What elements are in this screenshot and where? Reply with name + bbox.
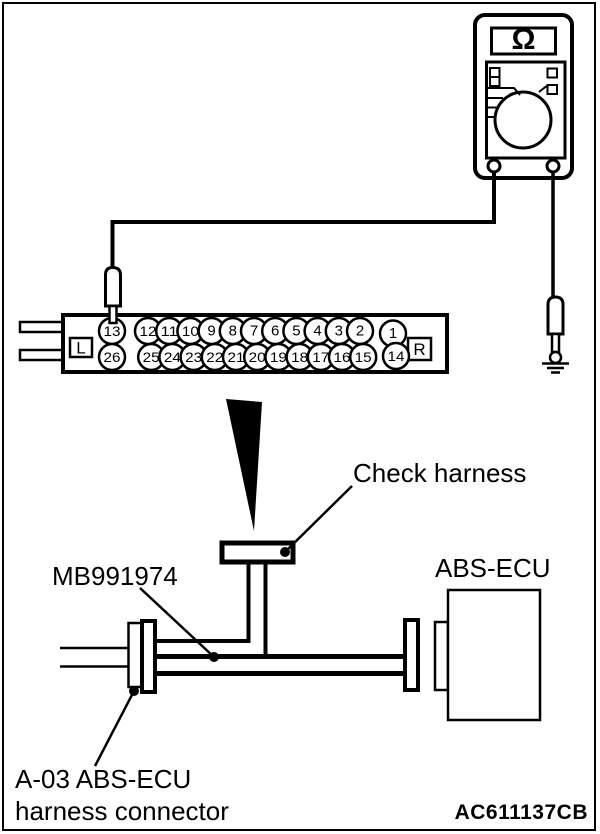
pin-label-16: 16 [334,349,351,365]
pin-label-6: 6 [271,323,279,340]
a03-label-line2: harness connector [15,796,229,826]
a03-leader-dot [129,686,139,696]
pin-label-24: 24 [164,349,181,365]
pin-label-23: 23 [185,349,202,365]
ecu-socket [433,620,450,692]
probe-right-tip [550,332,561,354]
pin-label-25: 25 [143,349,160,365]
pin-label-11: 11 [161,323,178,339]
ohm-symbol: Ω [511,23,535,56]
mode-button-icon-2 [546,84,558,95]
ground-ring-terminal [548,350,563,365]
pin-label-13: 13 [104,323,121,339]
pin-label-9: 9 [207,323,215,340]
test-lead-left-wire [110,172,496,268]
pin-label-17: 17 [312,349,329,365]
a03-label-line1: A-03 ABS-ECU [15,764,191,794]
check-harness-label: Check harness [353,458,526,488]
a03-connector-inner [140,619,157,694]
connector-left-marker-box [68,336,94,359]
pin-label-19: 19 [270,349,287,365]
pin-label-20: 20 [249,349,266,365]
leader-lines [93,485,353,767]
connector-left-marker-label: L [76,339,85,358]
pin-label-21: 21 [228,349,245,365]
pin-label-10: 10 [182,323,199,339]
pin-label-12: 12 [140,323,157,339]
pin-label-1: 1 [389,325,397,342]
pin-14 [381,341,411,371]
multimeter-display [490,26,557,56]
check-harness-leader-line [284,485,353,553]
test-leads [104,172,569,374]
pin-label-5: 5 [292,323,300,340]
pin-label-14: 14 [388,348,405,364]
abs-ecu-label: ABS-ECU [435,553,551,583]
tool-number-label: MB991974 [52,561,178,591]
dial-icon [493,90,553,150]
a03-leader-line [93,690,136,767]
pin-label-18: 18 [291,349,308,365]
multimeter: Ω [473,13,574,180]
pin-label-22: 22 [206,349,223,365]
down-arrow-icon [226,399,262,531]
pin-label-3: 3 [335,323,343,340]
pin-label-4: 4 [313,323,321,340]
tool-number-leader-dot [209,652,219,662]
pin-label-15: 15 [355,349,372,365]
terminal-right [545,158,561,174]
probe-left-tip [108,304,118,325]
mode-button-icon-1 [546,67,558,79]
harness-assembly [60,540,542,722]
pin-26 [97,342,127,372]
connector-prong-bottom [18,348,65,362]
probe-left-body [104,265,122,308]
dial-marking-5 [538,85,548,93]
pin-label-8: 8 [229,323,237,340]
pin-label-7: 7 [250,323,258,340]
figure-code: AC611137CB [455,801,588,824]
terminal-left [486,158,502,174]
ground-icon [542,350,569,374]
pin-15 [348,342,378,372]
connector-right-marker-label: R [413,340,425,359]
check-harness-leader-dot [280,547,290,557]
abs-ecu-box [446,588,542,722]
dial-marking-1 [488,87,521,96]
a03-connector-outer [127,621,143,689]
check-harness-connector-bar [219,540,296,565]
pin-label-26: 26 [104,349,121,365]
tool-number-leader-line [139,587,215,658]
probe-right-body [546,295,565,336]
connector-prong-top [18,320,65,334]
ecu-connector-bar [403,618,420,692]
pin-label-2: 2 [356,323,364,340]
